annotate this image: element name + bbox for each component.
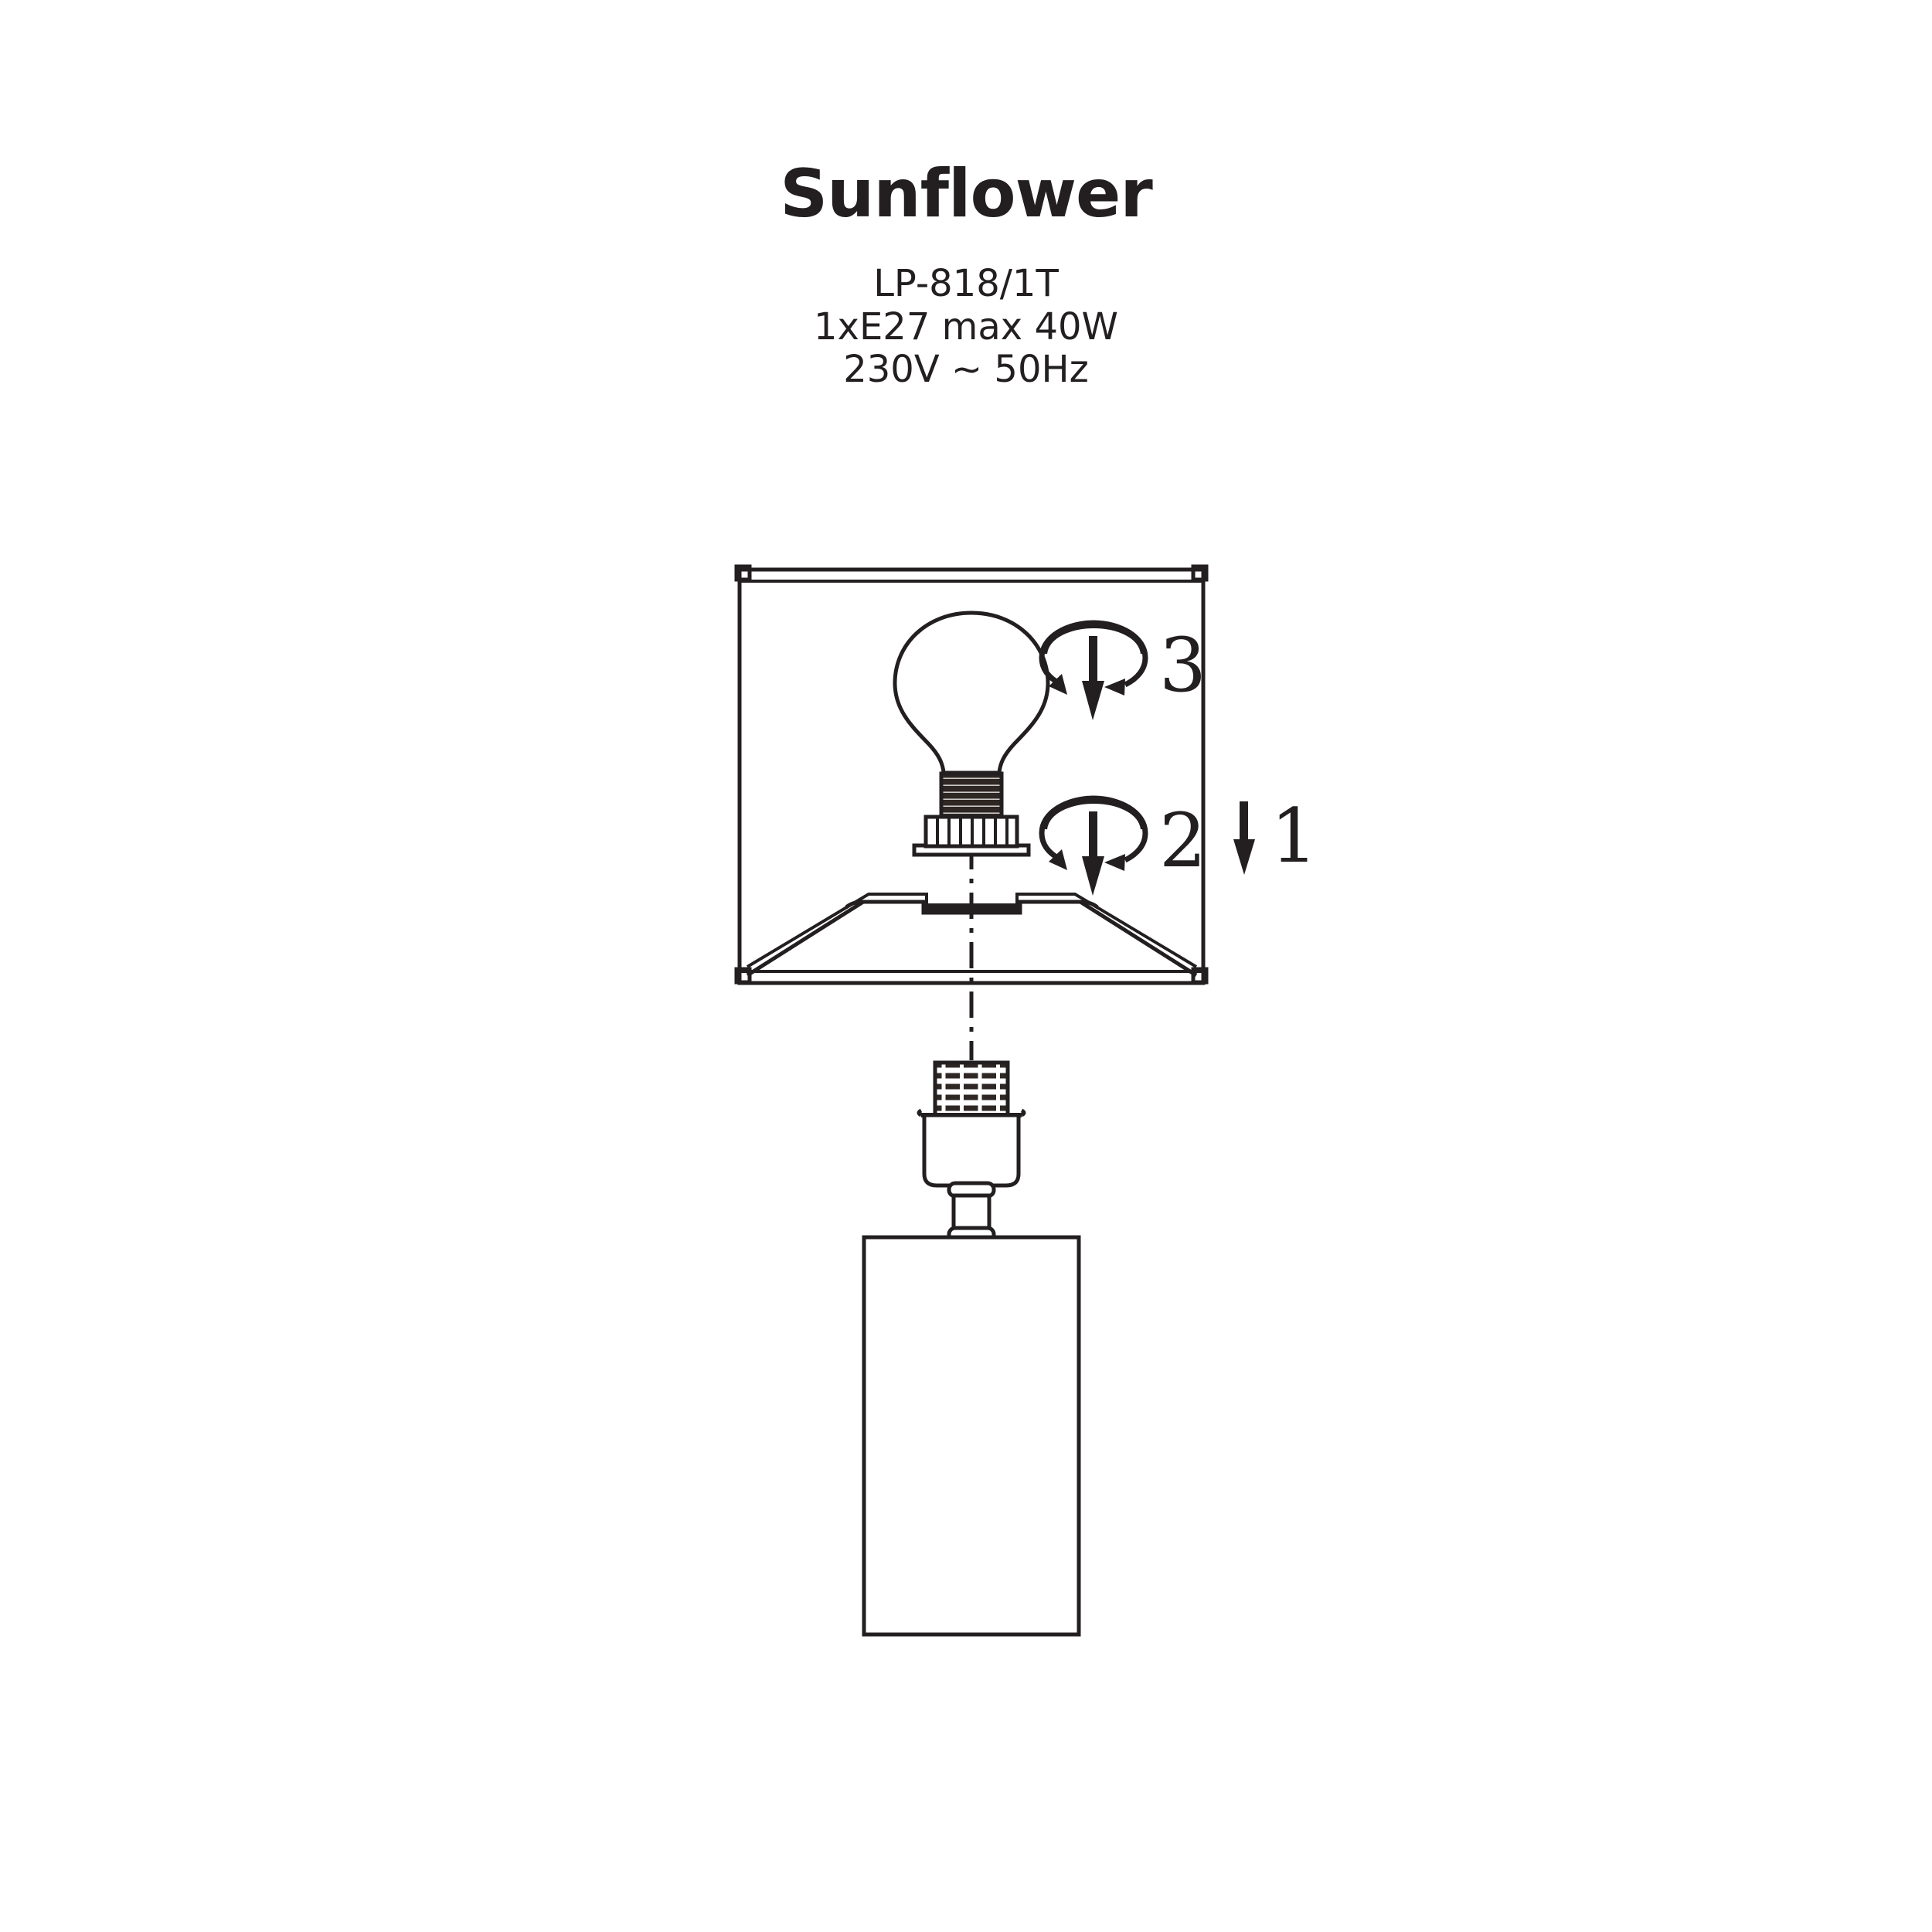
spec-line-model: LP-818/1T (873, 262, 1059, 305)
rotate-arrowhead-left-2 (1049, 849, 1067, 870)
shade-frame-bend-left (845, 900, 864, 909)
shade-collar-ring (912, 815, 1031, 857)
socket-flange-edges (917, 1108, 1026, 1117)
rotate-ring-highlight-2 (1044, 800, 1144, 830)
lampshade-corner-pin-tl (734, 564, 752, 582)
step-1-arrow-shaft (1240, 801, 1248, 844)
step-3-indicator: 3 (1039, 620, 1206, 720)
bulb-glass-envelope (893, 611, 1050, 775)
down-arrow-icon (1233, 801, 1255, 875)
step-3-number: 3 (1159, 622, 1206, 709)
step-2-number: 2 (1159, 798, 1206, 884)
lamp-base (862, 1235, 1081, 1637)
lampshade (734, 564, 1209, 985)
socket-neck (947, 1181, 996, 1243)
rotate-ring-upper-arc (1039, 620, 1148, 688)
collar-ring-ribs (936, 818, 1009, 845)
rotate-arrowhead-right (1104, 679, 1125, 696)
down-arrow-head-2 (1082, 856, 1104, 896)
spec-block: LP-818/1T 1xE27 max 40W 230V ~ 50Hz (0, 262, 1932, 392)
spec-line-lamp: 1xE27 max 40W (814, 304, 1118, 349)
lamp-base-body (862, 1235, 1081, 1637)
down-arrow-head (1082, 681, 1104, 720)
header-block: Sunflower LP-818/1T 1xE27 max 40W 230V ~… (0, 161, 1932, 392)
lampshade-outline (737, 567, 1206, 985)
rotate-arrowhead-right-2 (1104, 854, 1125, 871)
socket-thread-cap (933, 1060, 1010, 1117)
step-1-number: 1 (1270, 793, 1318, 879)
step-2-indicator: 2 (1039, 795, 1206, 896)
shade-frame-bend-right (1080, 900, 1099, 909)
rotate-ring-upper-arc-2 (1039, 795, 1148, 863)
step-1-indicator: 1 (1233, 793, 1318, 879)
down-arrow-shaft (1089, 636, 1097, 684)
neck-tube (951, 1193, 992, 1234)
lampshade-corner-pin-br (1191, 967, 1209, 985)
step-1-arrow-head (1233, 839, 1255, 875)
socket-skirt (922, 1113, 1021, 1188)
rotate-ring-highlight (1044, 624, 1144, 655)
spec-line-voltage: 230V ~ 50Hz (843, 348, 1089, 392)
down-arrow-shaft-2 (1089, 811, 1097, 859)
rotate-arrowhead-left (1049, 674, 1067, 695)
page-title: Sunflower (780, 155, 1153, 233)
lampshade-corner-pin-tr (1191, 564, 1209, 582)
e27-bulb (893, 611, 1050, 841)
lamp-socket (917, 1060, 1026, 1188)
